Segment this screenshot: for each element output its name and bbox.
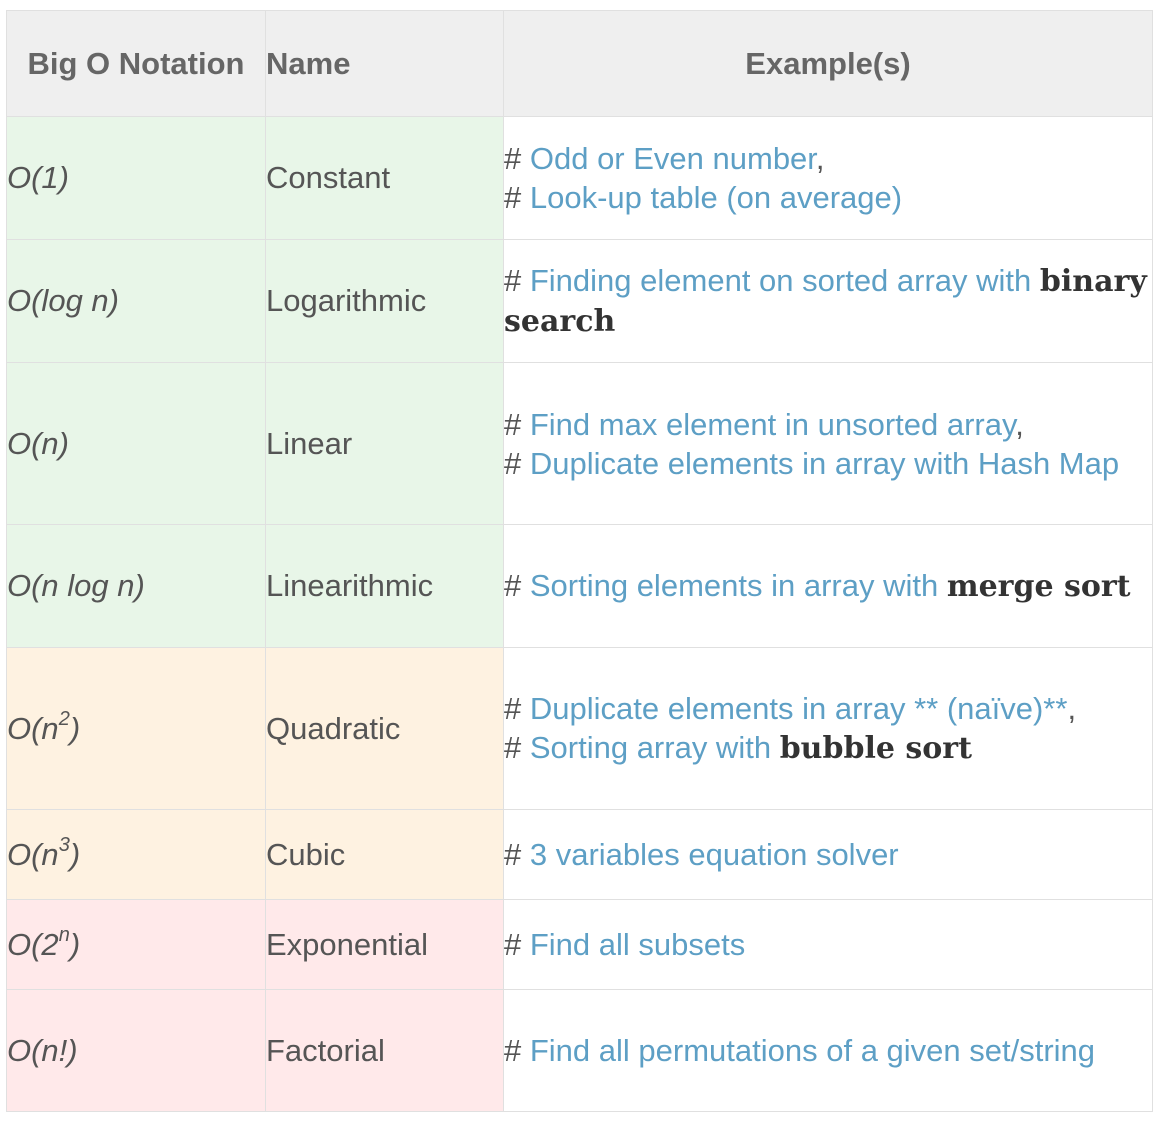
examples-cell: # Duplicate elements in array ** (naïve)… [503, 647, 1153, 810]
example-text: , [1015, 406, 1024, 442]
table-row: O(n2) Quadratic # Duplicate elements in … [6, 647, 1153, 810]
notation-cell: O(n2) [6, 647, 266, 810]
notation-close: ) [69, 926, 81, 962]
name-cell: Quadratic [265, 647, 504, 810]
example-text [1031, 263, 1040, 298]
name-cell: Exponential [265, 899, 504, 990]
name-cell: Factorial [265, 989, 504, 1112]
example-text: # [504, 263, 530, 298]
example-text: , [1067, 691, 1077, 726]
header-examples: Example(s) [503, 10, 1153, 117]
example-link[interactable]: Sorting elements in array with [529, 568, 939, 603]
notation-cell: O(n!) [6, 989, 266, 1112]
example-link[interactable]: Duplicate elements in array ** (naïve)** [529, 691, 1068, 726]
examples-cell: # Find all permutations of a given set/s… [503, 989, 1153, 1112]
notation-text: O(log n) [7, 283, 119, 318]
example-link[interactable]: Sorting array with [529, 730, 772, 765]
notation-cell: O(n log n) [6, 524, 266, 648]
notation-close: ) [69, 836, 81, 872]
notation-superscript: n [58, 923, 70, 946]
table-row: O(1) Constant # Odd or Even number, # Loo… [6, 116, 1153, 240]
notation-close: ) [69, 710, 81, 746]
example-text: # [504, 141, 530, 176]
notation-text: O(n [7, 836, 59, 872]
algorithm-name: binary search [504, 264, 1147, 339]
example-link[interactable]: Find all permutations of a given set/str… [529, 1033, 1096, 1068]
examples-cell: # Sorting elements in array with merge s… [503, 524, 1153, 648]
example-text: # [504, 1033, 530, 1068]
example-text: # [504, 445, 530, 481]
algorithm-name: merge sort [946, 569, 1131, 604]
examples-cell: # Finding element on sorted array with b… [503, 239, 1153, 363]
notation-cell: O(1) [6, 116, 266, 240]
name-cell: Linear [265, 362, 504, 525]
notation-cell: O(n3) [6, 809, 266, 900]
table-row: O(n3) Cubic # 3 variables equation solve… [6, 809, 1153, 900]
notation-text: O(n!) [7, 1032, 78, 1068]
notation-superscript: 2 [58, 707, 70, 730]
example-text: , [815, 141, 825, 176]
example-text [938, 568, 947, 603]
example-text: # [504, 730, 530, 765]
example-link[interactable]: Find all subsets [529, 927, 746, 962]
examples-cell: # Find max element in unsorted array, # D… [503, 362, 1153, 525]
example-link[interactable]: Finding element on sorted array with [529, 263, 1032, 298]
example-text: # [504, 691, 530, 726]
name-cell: Constant [265, 116, 504, 240]
examples-cell: # 3 variables equation solver [503, 809, 1153, 900]
example-text: # [504, 837, 530, 872]
example-link[interactable]: 3 variables equation solver [529, 837, 899, 872]
notation-text: O(2 [7, 926, 59, 962]
examples-cell: # Odd or Even number, # Look-up table (on… [503, 116, 1153, 240]
notation-text: O(1) [7, 160, 69, 195]
table-row: O(n log n) Linearithmic # Sorting elemen… [6, 524, 1153, 648]
header-row: Big O Notation Name Example(s) [6, 10, 1153, 117]
header-name: Name [265, 10, 504, 117]
notation-text: O(n log n) [7, 568, 145, 603]
table-row: O(n) Linear # Find max element in unsort… [6, 362, 1153, 525]
example-link[interactable]: Find max element in unsorted array [529, 406, 1016, 442]
example-link[interactable]: Odd or Even number [529, 141, 816, 176]
examples-cell: # Find all subsets [503, 899, 1153, 990]
example-text: # [504, 568, 530, 603]
name-cell: Logarithmic [265, 239, 504, 363]
example-text: # [504, 406, 530, 442]
example-text [771, 730, 780, 765]
notation-cell: O(log n) [6, 239, 266, 363]
table-row: O(2n) Exponential # Find all subsets [6, 899, 1153, 990]
header-notation: Big O Notation [6, 10, 266, 117]
notation-cell: O(n) [6, 362, 266, 525]
example-link[interactable]: Look-up table (on average) [529, 180, 903, 215]
notation-superscript: 3 [58, 833, 70, 856]
example-text: # [504, 180, 530, 215]
example-link[interactable]: Duplicate elements in array with Hash Ma… [529, 445, 1120, 481]
table-row: O(n!) Factorial # Find all permutations … [6, 989, 1153, 1112]
table-row: O(log n) Logarithmic # Finding element o… [6, 239, 1153, 363]
notation-cell: O(2n) [6, 899, 266, 990]
example-text: # [504, 927, 530, 962]
name-cell: Cubic [265, 809, 504, 900]
algorithm-name: bubble sort [779, 731, 972, 766]
big-o-table: Big O Notation Name Example(s) O(1) Cons… [6, 10, 1153, 1112]
name-cell: Linearithmic [265, 524, 504, 648]
notation-text: O(n) [7, 425, 69, 461]
notation-text: O(n [7, 710, 59, 746]
